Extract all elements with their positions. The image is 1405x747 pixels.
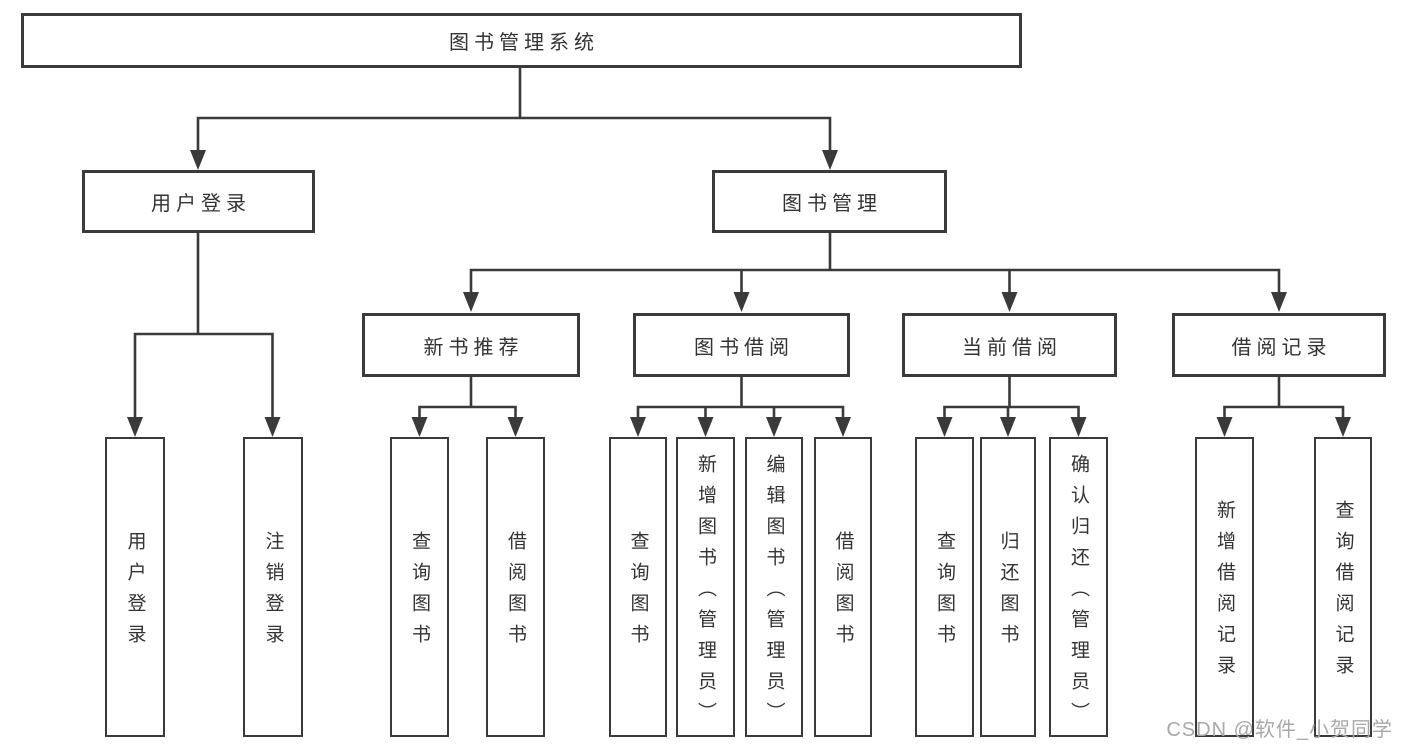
leaf-add-borrow-record-label: 新增借阅记录	[1214, 500, 1235, 686]
leaf-confirm-return-admin-label: 确认归还（管理员）	[1068, 453, 1089, 733]
node-book-management: 图书管理	[712, 170, 947, 233]
csdn-watermark: CSDN @软件_小贺同学	[1166, 719, 1393, 741]
leaf-add-borrow-record: 新增借阅记录	[1195, 437, 1254, 737]
node-current-borrowing: 当前借阅	[902, 313, 1117, 377]
leaf-query-books-current: 查询图书	[915, 437, 974, 737]
leaf-add-book-admin: 新增图书（管理员）	[676, 437, 735, 737]
node-current-borrowing-label: 当前借阅	[962, 336, 1062, 359]
node-user-login-branch: 用户登录	[82, 170, 315, 233]
leaf-user-login-label: 用户登录	[124, 531, 146, 655]
leaf-confirm-return-admin: 确认归还（管理员）	[1049, 437, 1108, 737]
leaf-return-book-label: 归还图书	[997, 531, 1019, 655]
node-user-login-branch-label: 用户登录	[151, 193, 251, 215]
leaf-query-books-borrowing: 查询图书	[609, 437, 667, 737]
leaf-borrow-books-recommend-label: 借阅图书	[505, 531, 526, 655]
leaf-query-books-recommend: 查询图书	[390, 437, 449, 737]
leaf-query-borrow-record-label: 查询借阅记录	[1332, 500, 1354, 686]
leaf-query-borrow-record: 查询借阅记录	[1314, 437, 1372, 737]
leaf-query-books-borrowing-label: 查询图书	[627, 531, 649, 655]
leaf-borrow-books-borrowing: 借阅图书	[814, 437, 872, 737]
node-book-borrowing: 图书借阅	[633, 313, 850, 377]
node-new-book-recommend: 新书推荐	[362, 313, 580, 377]
node-book-borrowing-label: 图书借阅	[694, 336, 794, 359]
leaf-query-books-recommend-label: 查询图书	[409, 531, 430, 655]
leaf-edit-book-admin: 编辑图书（管理员）	[745, 437, 803, 737]
node-borrowing-records-label: 借阅记录	[1231, 336, 1332, 359]
leaf-add-book-admin-label: 新增图书（管理员）	[695, 453, 716, 733]
node-borrowing-records: 借阅记录	[1172, 313, 1386, 377]
leaf-user-login: 用户登录	[105, 437, 165, 737]
leaf-logout: 注销登录	[243, 437, 303, 737]
node-library-system: 图书管理系统	[21, 13, 1022, 68]
node-library-system-label: 图书管理系统	[449, 32, 599, 54]
leaf-logout-label: 注销登录	[262, 531, 284, 655]
leaf-edit-book-admin-label: 编辑图书（管理员）	[763, 453, 785, 733]
node-new-book-recommend-label: 新书推荐	[423, 336, 524, 359]
leaf-return-book: 归还图书	[980, 437, 1036, 737]
node-book-management-label: 图书管理	[782, 193, 882, 215]
leaf-borrow-books-recommend: 借阅图书	[486, 437, 545, 737]
leaf-borrow-books-borrowing-label: 借阅图书	[832, 531, 854, 655]
leaf-query-books-current-label: 查询图书	[934, 531, 955, 655]
